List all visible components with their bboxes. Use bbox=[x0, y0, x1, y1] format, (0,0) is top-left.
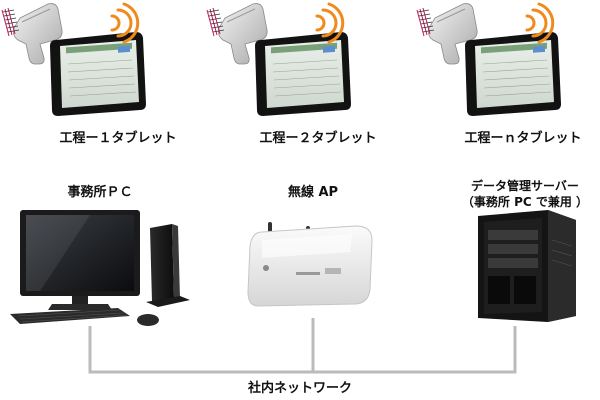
tablet-1-label: 工程ー１タブレット bbox=[59, 130, 176, 146]
tablet-n-unit bbox=[415, 2, 563, 118]
office-pc-label: 事務所ＰＣ bbox=[67, 184, 132, 200]
wireless-ap-label: 無線 AP bbox=[288, 184, 338, 200]
tablet-2-unit bbox=[205, 2, 353, 118]
network-lines bbox=[88, 318, 517, 374]
tablet-2-label: 工程ー２タブレット bbox=[259, 130, 376, 146]
tablet-1-unit bbox=[0, 2, 148, 118]
server-label-line1: データ管理サーバー bbox=[471, 178, 579, 193]
desktop-pc-icon bbox=[10, 210, 190, 326]
wireless-access-point-icon bbox=[247, 222, 373, 307]
server-label-line2: （事務所 PC で兼用 ） bbox=[462, 194, 588, 209]
tablet-n-label: 工程ーｎタブレット bbox=[464, 130, 581, 146]
server-tower-icon bbox=[478, 210, 576, 322]
network-label: 社内ネットワーク bbox=[247, 380, 352, 396]
